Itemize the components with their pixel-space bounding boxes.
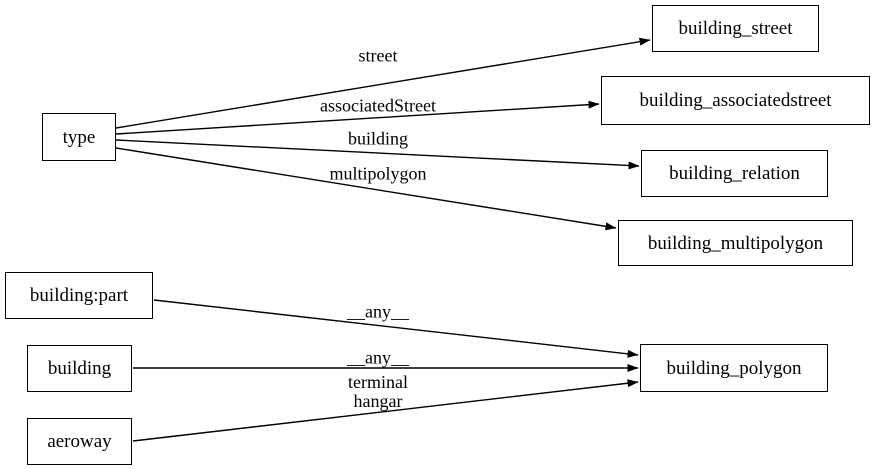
edge-label-line: __any__ [347, 301, 409, 322]
node-label: building:part [29, 285, 129, 306]
node-label: building_street [678, 18, 793, 39]
node-building[interactable]: building [27, 345, 132, 392]
node-building_street[interactable]: building_street [652, 5, 819, 52]
edge-label-line: building [347, 128, 409, 149]
edge-type-to-building_multipolygon [115, 147, 617, 231]
node-building_polygon[interactable]: building_polygon [640, 344, 828, 392]
edge-label-line: hangar [353, 391, 403, 411]
edge-label-line: terminal [348, 372, 408, 393]
node-type[interactable]: type [42, 113, 116, 161]
edge-label-line: __any__ [347, 347, 409, 368]
node-label: building_multipolygon [647, 232, 824, 254]
node-building_multipolygon[interactable]: building_multipolygon [618, 220, 853, 266]
edge-type-to-building_relation [115, 139, 640, 170]
edge-label-line: multipolygon [329, 163, 427, 184]
node-building_associatedstreet[interactable]: building_associatedstreet [601, 76, 870, 125]
edge-label-type-to-building_multipolygon: multipolygon [329, 163, 427, 184]
edge-type-to-building_associatedstreet [115, 100, 600, 135]
node-aeroway[interactable]: aeroway [27, 418, 132, 465]
edge-building_part-to-building_polygon [153, 299, 639, 358]
edge-line-group [115, 37, 651, 442]
edge-type-to-building_street [115, 37, 651, 129]
node-label: building_associatedstreet [639, 90, 832, 111]
node-label: building_polygon [666, 357, 802, 379]
edge-label-type-to-building_relation: building [347, 128, 409, 149]
edge-aeroway-to-building_polygon [132, 379, 639, 442]
edge-label-building-to-building_polygon: __any__ [347, 347, 409, 368]
node-label: building_relation [669, 163, 800, 184]
node-label: building [47, 358, 112, 379]
edge-label-line: street [358, 45, 398, 66]
node-label: aeroway [47, 431, 112, 452]
node-label: type [62, 126, 96, 148]
edge-label-line: associatedStreet [320, 95, 436, 116]
node-building_part[interactable]: building:part [5, 272, 153, 319]
edge-label-type-to-building_associatedstreet: associatedStreet [320, 95, 436, 116]
node-building_relation[interactable]: building_relation [641, 150, 828, 197]
edge-label-building_part-to-building_polygon: __any__ [347, 301, 409, 322]
edge-label-type-to-building_street: street [358, 45, 398, 66]
